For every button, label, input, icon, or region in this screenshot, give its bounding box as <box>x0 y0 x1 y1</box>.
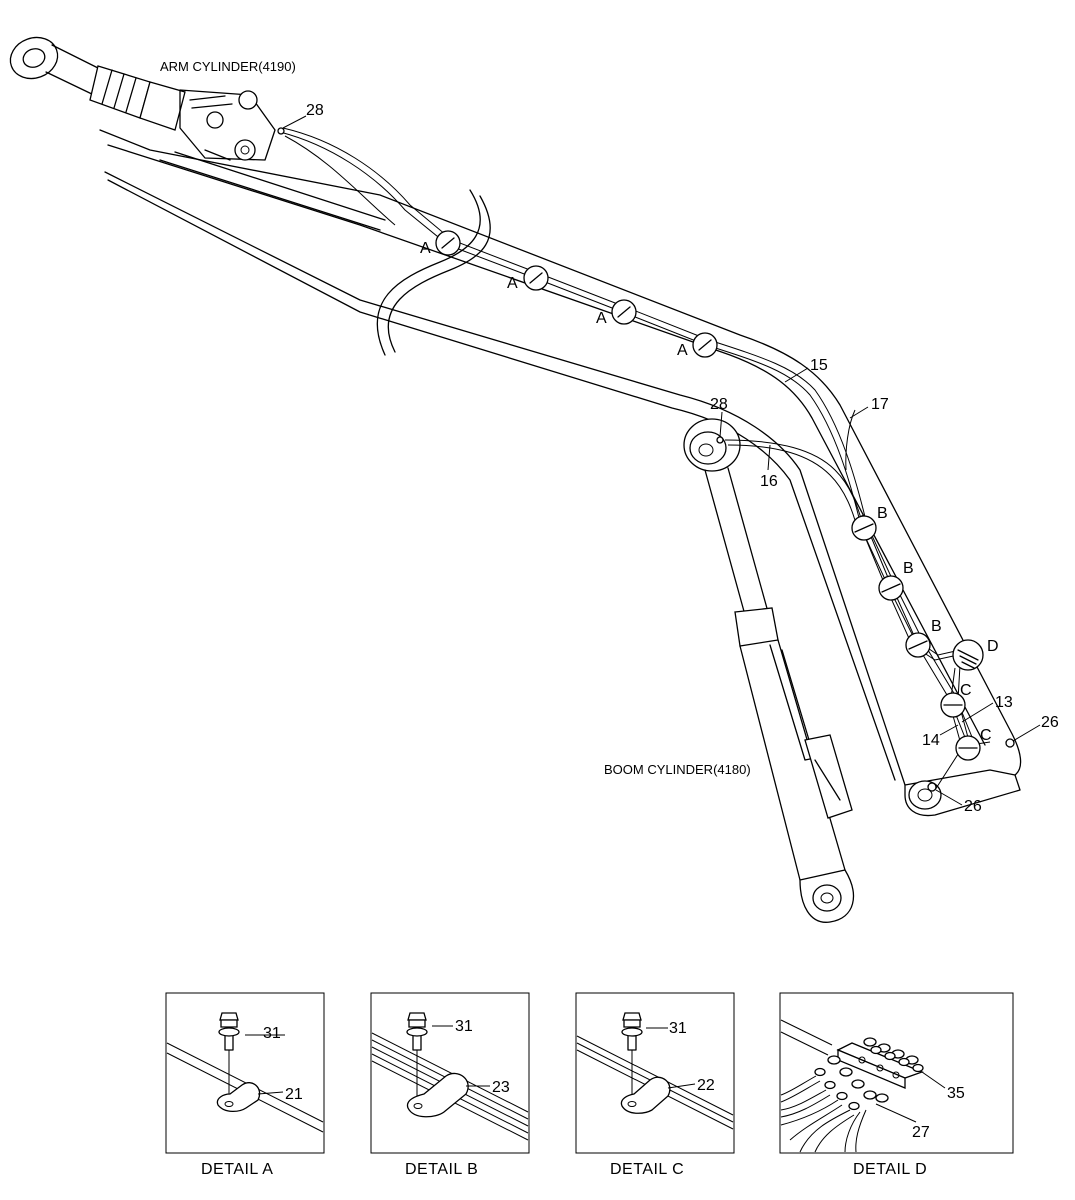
clamp-c-2: C <box>955 727 992 761</box>
detail-b: 31 23 DETAIL B <box>370 992 530 1178</box>
piping-lines <box>277 127 1015 792</box>
clamp-a-2: A <box>507 265 549 292</box>
arm-cylinder-label: ARM CYLINDER(4190) <box>160 59 296 74</box>
callout-17: 17 <box>871 396 889 413</box>
callout-26-right: 26 <box>1041 714 1059 731</box>
svg-text:A: A <box>596 310 607 327</box>
detail-d-fitting: 35 <box>947 1085 965 1102</box>
detail-a-caption: DETAIL A <box>201 1161 273 1178</box>
callout-28-top: 28 <box>306 102 324 119</box>
part-callouts: 28 28 15 17 16 13 14 26 26 <box>282 102 1059 815</box>
detail-b-bolt: 31 <box>455 1018 473 1035</box>
svg-text:A: A <box>420 240 431 257</box>
arm-cylinder: ARM CYLINDER(4190) <box>9 36 296 161</box>
clamp-markers: A A A A B B B <box>420 230 999 761</box>
clamp-b-2: B <box>878 560 914 601</box>
svg-text:A: A <box>677 342 688 359</box>
callout-13: 13 <box>995 694 1013 711</box>
svg-text:B: B <box>931 618 942 635</box>
callout-15: 15 <box>810 357 828 374</box>
callout-26-bottom: 26 <box>964 798 982 815</box>
svg-text:D: D <box>987 638 999 655</box>
svg-text:C: C <box>980 727 992 744</box>
clamp-c-1: C <box>940 682 972 718</box>
svg-text:C: C <box>960 682 972 699</box>
detail-d-fittings <box>814 1037 924 1111</box>
clamp-a-3: A <box>596 299 637 327</box>
clamp-a-4: A <box>677 332 718 359</box>
boom-structure <box>99 129 1022 817</box>
detail-c-clamp: 22 <box>697 1077 715 1094</box>
clamp-d-1: D <box>952 638 999 671</box>
callout-28-mid: 28 <box>710 396 728 413</box>
svg-text:B: B <box>903 560 914 577</box>
detail-a-clamp: 21 <box>285 1086 303 1103</box>
svg-text:B: B <box>877 505 888 522</box>
detail-a: 31 21 DETAIL A <box>165 992 325 1178</box>
detail-d-hose: 27 <box>912 1124 930 1141</box>
boom-cylinder: BOOM CYLINDER(4180) <box>604 418 854 923</box>
detail-b-caption: DETAIL B <box>405 1161 478 1178</box>
clamp-b-3: B <box>905 618 942 658</box>
boom-cylinder-label: BOOM CYLINDER(4180) <box>604 762 751 777</box>
detail-a-bolt: 31 <box>263 1025 281 1042</box>
callout-14: 14 <box>922 732 940 749</box>
detail-b-clamp: 23 <box>492 1079 510 1096</box>
clamp-a-1: A <box>420 230 461 257</box>
detail-c-bolt: 31 <box>669 1020 687 1037</box>
detail-d-caption: DETAIL D <box>853 1161 927 1178</box>
detail-c-caption: DETAIL C <box>610 1161 684 1178</box>
svg-text:A: A <box>507 275 518 292</box>
clamp-b-1: B <box>851 505 888 541</box>
callout-16: 16 <box>760 473 778 490</box>
detail-c: 31 22 DETAIL C <box>575 992 735 1178</box>
detail-d: 35 27 DETAIL D <box>779 992 1014 1178</box>
